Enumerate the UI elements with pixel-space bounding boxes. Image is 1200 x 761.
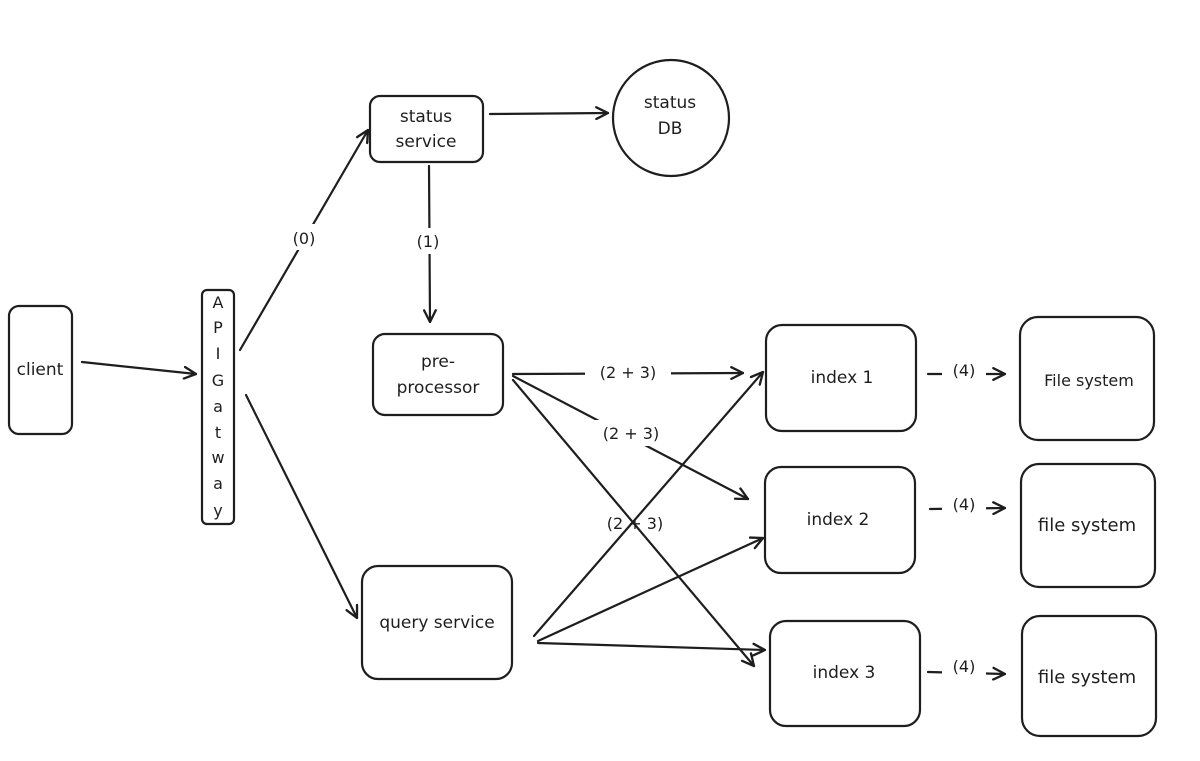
index1-node: index 1 [764,323,918,433]
status-db-node: status DB [611,58,731,178]
file-system-3-label: file system [1038,667,1136,688]
edge-label-2-3-index2: (2 + 3) [603,424,659,443]
gateway-letter: w [211,448,224,467]
edge-label-4-fs1: (4) [953,361,976,380]
edge-query-index1 [532,370,765,638]
edge-gateway-query-service [244,393,359,620]
preprocessor-label-line2: processor [397,378,480,398]
index3-label: index 3 [813,663,876,683]
edge-label-1: (1) [417,232,440,251]
gateway-letter: a [213,474,223,493]
status-db-label-line2: DB [658,119,683,139]
edge-query-index2 [536,536,765,643]
gateway-letter: I [216,344,221,363]
client-label: client [17,360,64,380]
edge-label-4-fs2: (4) [953,495,976,514]
status-service-node: status service [368,94,485,164]
edge-client-gateway [80,360,198,380]
file-system-2-node: file system [1019,462,1157,589]
edge-label-4-fs3: (4) [953,657,976,676]
index1-label: index 1 [811,368,874,388]
gateway-letter: P [213,318,223,337]
preprocessor-node: pre- processor [371,332,505,417]
status-service-label-line2: service [396,132,457,152]
query-service-label: query service [379,613,494,633]
file-system-1-node: File system [1018,315,1156,442]
file-system-2-label: file system [1038,515,1136,536]
gateway-letter: a [213,397,223,416]
preprocessor-label-line1: pre- [421,352,455,372]
file-system-1-label: File system [1044,371,1134,390]
index3-node: index 3 [768,619,922,728]
gateway-letter: y [213,501,222,520]
client-node: client [7,304,74,436]
edge-status-service-db [488,106,610,121]
file-system-3-node: file system [1020,614,1158,738]
api-gateway-node: A P I G a t w a y [200,288,236,526]
index2-node: index 2 [763,465,917,575]
query-service-node: query service [360,564,514,681]
edge-query-index3 [536,641,767,657]
status-db-label-line1: status [644,93,696,113]
edge-label-2-3-index3: (2 + 3) [607,514,663,533]
status-service-label-line1: status [400,107,452,127]
gateway-letter: t [215,423,221,442]
index2-label: index 2 [807,510,870,530]
edge-label-2-3-index1: (2 + 3) [600,363,656,382]
gateway-letter: G [212,371,224,390]
edge-label-0: (0) [293,229,316,248]
edge-preprocessor-index3 [511,378,756,668]
gateway-letter: A [213,293,224,312]
